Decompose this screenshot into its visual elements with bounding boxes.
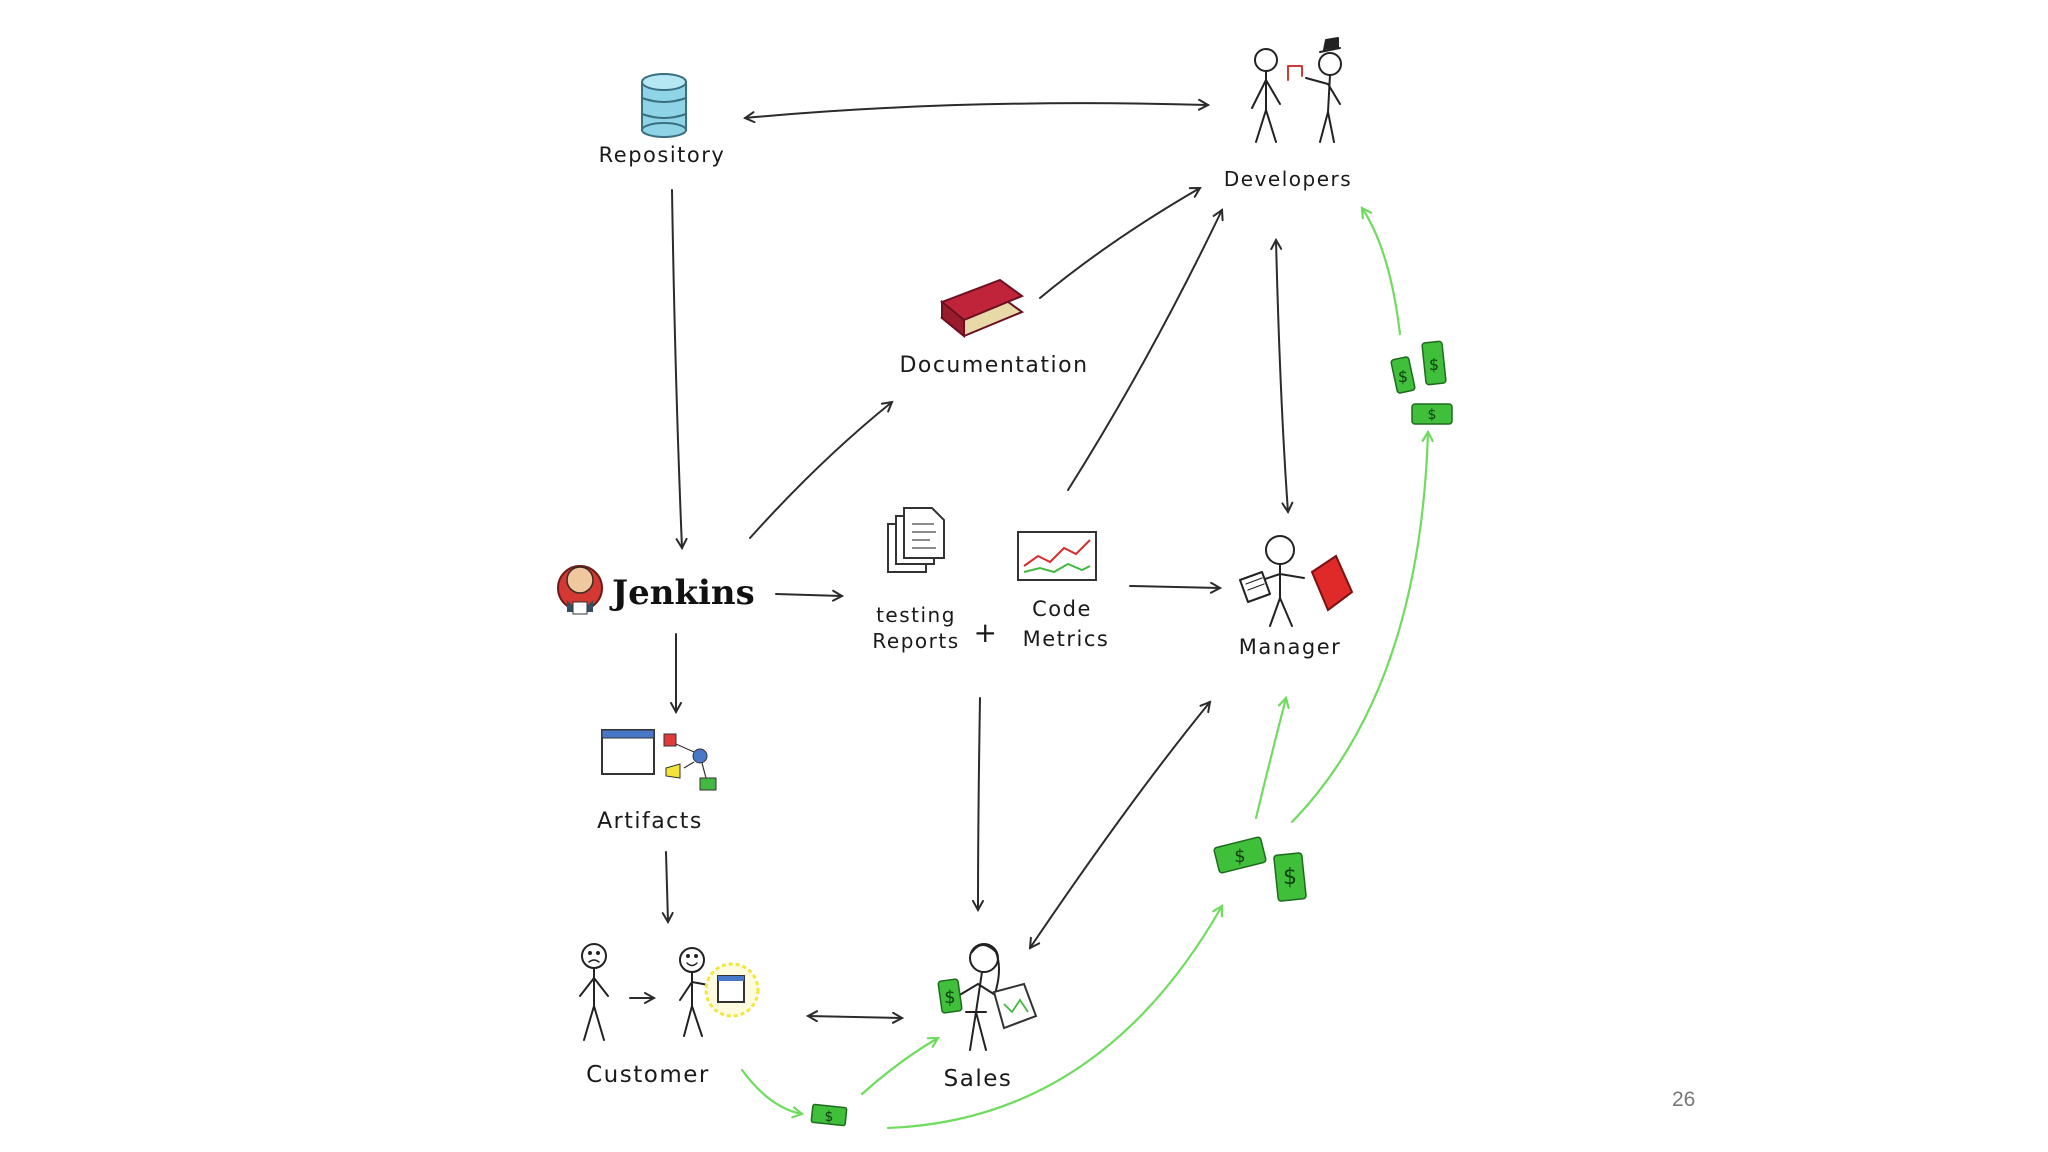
label-reports: Reports bbox=[872, 629, 959, 653]
book-icon bbox=[940, 278, 1025, 339]
money-bill-top-left: $ bbox=[1390, 356, 1416, 394]
arrow-customer-sales bbox=[808, 1016, 902, 1018]
arrow-sales-manager bbox=[1030, 702, 1210, 948]
arrow-jenkins-reports bbox=[775, 594, 842, 596]
label-manager: Manager bbox=[1239, 635, 1342, 659]
label-artifacts: Artifacts bbox=[597, 809, 703, 834]
label-developers: Developers bbox=[1224, 167, 1352, 191]
label-testing: testing bbox=[876, 603, 956, 627]
sales-money-bill: $ bbox=[937, 978, 963, 1014]
arrow-repository-jenkins bbox=[671, 189, 682, 548]
money-flow-to-bills bbox=[886, 906, 1222, 1130]
arrow-artifacts-customer bbox=[666, 851, 668, 922]
arrow-jenkins-documentation bbox=[749, 402, 892, 539]
metrics-chart-icon bbox=[1017, 531, 1097, 581]
money-flow-to-sales bbox=[860, 1038, 938, 1096]
money-flow-to-top-bills bbox=[1290, 432, 1428, 824]
developers-icon bbox=[1251, 37, 1342, 143]
arrow-repository-developers bbox=[745, 103, 1208, 118]
label-metrics: Metrics bbox=[1023, 627, 1110, 651]
money-flow-to-manager bbox=[1254, 698, 1286, 820]
money-bill-middle-right: $ bbox=[1273, 852, 1307, 902]
svg-text:$: $ bbox=[1429, 355, 1439, 374]
jenkins-logo-text: Jenkins bbox=[609, 573, 755, 613]
label-customer: Customer bbox=[586, 1062, 710, 1088]
money-flow-customer-to-bill bbox=[740, 1068, 802, 1114]
sales-person-icon bbox=[957, 943, 1001, 1051]
svg-text:$: $ bbox=[1234, 846, 1245, 867]
plus-sign: + bbox=[974, 616, 999, 649]
label-sales: Sales bbox=[944, 1066, 1013, 1092]
svg-text:$: $ bbox=[825, 1109, 834, 1125]
customer-window-icon bbox=[717, 975, 745, 1003]
money-bill-top-bottom: $ bbox=[1411, 403, 1453, 425]
svg-text:$: $ bbox=[1398, 367, 1408, 386]
arrow-metrics-manager bbox=[1129, 586, 1220, 588]
label-code: Code bbox=[1032, 597, 1092, 621]
slide-page-number: 26 bbox=[1672, 1088, 1696, 1111]
money-bill-bottom: $ bbox=[810, 1103, 848, 1127]
manager-icon bbox=[1239, 535, 1305, 627]
money-flow-to-developers bbox=[1362, 208, 1402, 336]
unhappy-customer-icon bbox=[579, 943, 609, 1041]
money-bill-top-right: $ bbox=[1421, 340, 1447, 386]
svg-text:$: $ bbox=[944, 987, 955, 1008]
arrow-metrics-developers bbox=[1067, 210, 1222, 491]
arrow-developers-manager bbox=[1276, 240, 1288, 512]
reports-icon bbox=[887, 507, 945, 573]
arrow-reports-sales bbox=[978, 697, 980, 910]
arrow-documentation-developers bbox=[1039, 188, 1200, 299]
svg-text:$: $ bbox=[1428, 407, 1437, 423]
jenkins-butler-icon bbox=[557, 565, 603, 615]
label-documentation: Documentation bbox=[899, 353, 1088, 378]
happy-customer-icon bbox=[679, 947, 715, 1037]
label-repository: Repository bbox=[599, 143, 726, 167]
svg-text:$: $ bbox=[1283, 865, 1297, 890]
database-icon bbox=[641, 73, 687, 138]
sales-chart-card-icon bbox=[992, 982, 1038, 1030]
manager-folder-icon bbox=[1310, 554, 1354, 612]
money-bill-middle-left: $ bbox=[1213, 836, 1267, 874]
artifacts-icon bbox=[601, 729, 717, 791]
